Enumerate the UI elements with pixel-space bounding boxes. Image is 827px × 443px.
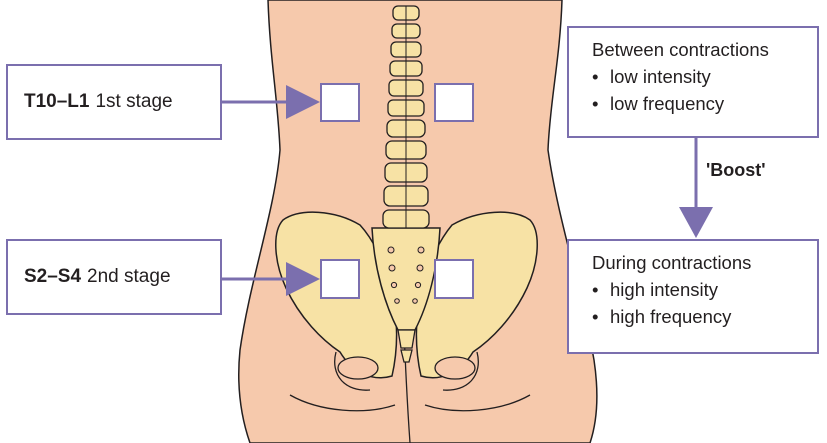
during-title: During contractions: [592, 252, 752, 273]
stage2-level: S2–S4: [24, 266, 82, 287]
during-contractions-box: During contractions high intensity high …: [567, 239, 819, 354]
left-obturator-foramen: [337, 356, 379, 380]
stage1-label-box: T10–L1 1st stage: [6, 64, 222, 140]
coccyx-tip: [400, 349, 413, 363]
stage2-label-box: S2–S4 2nd stage: [6, 239, 222, 315]
coccyx: [397, 329, 416, 349]
between-item: low frequency: [592, 90, 817, 117]
between-contractions-box: Between contractions low intensity low f…: [567, 26, 819, 138]
electrode-pad-t10-l1-left: [320, 83, 360, 122]
between-item: low intensity: [592, 63, 817, 90]
electrode-pad-s2-s4-left: [320, 259, 360, 299]
right-obturator-foramen: [434, 356, 476, 380]
right-ischium: [442, 351, 479, 391]
buttock-left-line: [289, 394, 396, 412]
stage1-level: T10–L1: [24, 91, 90, 112]
left-ischium: [334, 351, 371, 391]
stage2-stage: 2nd stage: [87, 266, 171, 287]
during-item: high frequency: [592, 303, 817, 330]
between-title: Between contractions: [592, 39, 769, 60]
electrode-pad-t10-l1-right: [434, 83, 474, 122]
buttock-right-line: [424, 394, 531, 412]
stage1-stage: 1st stage: [95, 91, 173, 112]
boost-label: 'Boost': [706, 160, 766, 180]
electrode-pad-s2-s4-right: [434, 259, 474, 299]
arrow-stage1: [222, 85, 320, 119]
arrow-stage2: [222, 262, 320, 296]
boost-arrow: [679, 138, 713, 238]
between-list: low intensity low frequency: [592, 63, 817, 117]
sacral-foramina: [387, 246, 425, 304]
during-item: high intensity: [592, 276, 817, 303]
during-list: high intensity high frequency: [592, 276, 817, 330]
